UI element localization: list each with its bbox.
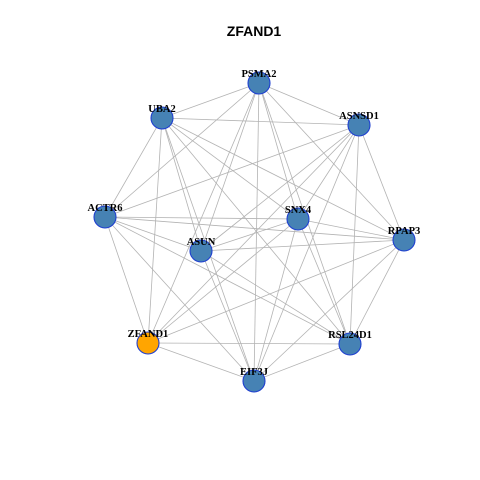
edge-uba2-snx4 bbox=[161, 117, 299, 220]
edge-psma2-zfand1 bbox=[147, 82, 260, 344]
node-label-zfand1: ZFAND1 bbox=[128, 329, 169, 340]
edge-uba2-zfand1 bbox=[147, 117, 163, 344]
edge-psma2-asun bbox=[200, 82, 260, 252]
edge-asnsd1-actr6 bbox=[104, 124, 360, 218]
edge-actr6-zfand1 bbox=[104, 216, 149, 344]
edge-snx4-zfand1 bbox=[147, 218, 299, 344]
edge-snx4-eif3j bbox=[253, 218, 299, 382]
edge-zfand1-eif3j bbox=[147, 342, 255, 382]
edge-rsl24d1-eif3j bbox=[253, 343, 351, 382]
node-label-psma2: PSMA2 bbox=[242, 69, 277, 80]
node-asun bbox=[189, 239, 213, 263]
node-zfand1 bbox=[136, 331, 160, 355]
edge-rpap3-eif3j bbox=[253, 239, 405, 382]
node-actr6 bbox=[93, 205, 117, 229]
edge-snx4-rsl24d1 bbox=[297, 218, 351, 345]
edge-psma2-rpap3 bbox=[258, 82, 405, 241]
edge-uba2-actr6 bbox=[104, 117, 163, 218]
edge-actr6-asun bbox=[104, 216, 202, 252]
node-asnsd1 bbox=[347, 113, 371, 137]
edge-actr6-snx4 bbox=[104, 216, 299, 220]
edge-layer bbox=[104, 82, 405, 382]
node-snx4 bbox=[286, 207, 310, 231]
edge-actr6-rpap3 bbox=[104, 216, 405, 241]
edge-snx4-rpap3 bbox=[297, 218, 405, 241]
edge-rpap3-rsl24d1 bbox=[349, 239, 405, 345]
node-layer bbox=[93, 71, 416, 393]
edge-zfand1-rsl24d1 bbox=[147, 342, 351, 345]
edge-asnsd1-asun bbox=[200, 124, 360, 252]
edge-snx4-asun bbox=[200, 218, 299, 252]
node-uba2 bbox=[150, 106, 174, 130]
node-label-asun: ASUN bbox=[187, 237, 216, 248]
edge-asnsd1-eif3j bbox=[253, 124, 360, 382]
node-label-asnsd1: ASNSD1 bbox=[339, 111, 379, 122]
node-label-snx4: SNX4 bbox=[285, 205, 312, 216]
edge-actr6-eif3j bbox=[104, 216, 255, 382]
node-label-rpap3: RPAP3 bbox=[388, 226, 420, 237]
edge-psma2-snx4 bbox=[258, 82, 299, 220]
node-label-uba2: UBA2 bbox=[148, 104, 175, 115]
edge-actr6-rsl24d1 bbox=[104, 216, 351, 345]
node-eif3j bbox=[242, 369, 266, 393]
edge-psma2-actr6 bbox=[104, 82, 260, 218]
edge-uba2-rpap3 bbox=[161, 117, 405, 241]
graph-title: ZFAND1 bbox=[227, 23, 282, 39]
node-label-eif3j: EIF3J bbox=[240, 367, 268, 378]
edge-psma2-uba2 bbox=[161, 82, 260, 119]
edge-psma2-asnsd1 bbox=[258, 82, 360, 126]
node-label-rsl24d1: RSL24D1 bbox=[328, 330, 372, 341]
edge-asnsd1-rpap3 bbox=[358, 124, 405, 241]
edge-rpap3-zfand1 bbox=[147, 239, 405, 344]
node-rpap3 bbox=[392, 228, 416, 252]
edge-rpap3-asun bbox=[200, 239, 405, 252]
edge-asnsd1-rsl24d1 bbox=[349, 124, 360, 345]
edge-asun-eif3j bbox=[200, 250, 255, 382]
edge-asnsd1-snx4 bbox=[297, 124, 360, 220]
edge-asun-rsl24d1 bbox=[200, 250, 351, 345]
node-rsl24d1 bbox=[338, 332, 362, 356]
node-label-actr6: ACTR6 bbox=[87, 203, 122, 214]
node-psma2 bbox=[247, 71, 271, 95]
edge-uba2-asnsd1 bbox=[161, 117, 360, 126]
edge-uba2-asun bbox=[161, 117, 202, 252]
